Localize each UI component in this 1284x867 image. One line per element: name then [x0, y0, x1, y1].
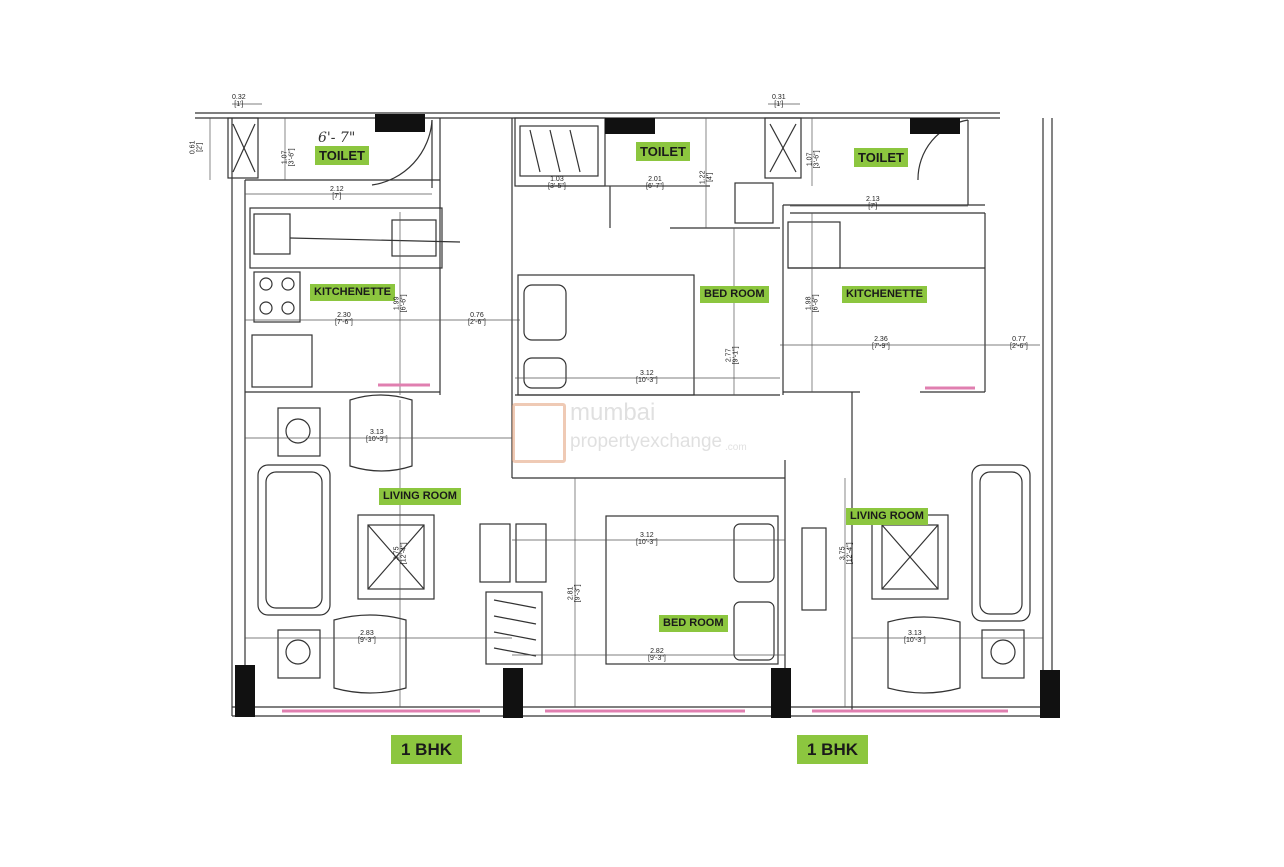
dim-0-31: 0.31[1'] — [772, 94, 786, 109]
label-toilet-left: TOILET — [315, 146, 369, 165]
dim-1-07-right: 1.07[3'-6"] — [806, 150, 821, 169]
label-kitchenette-right: KITCHENETTE — [842, 286, 927, 303]
dim-0-77: 0.77[2'-6"] — [1010, 336, 1028, 351]
dim-2-83: 2.83[9'-3"] — [358, 630, 376, 645]
watermark-logo-icon — [512, 403, 566, 463]
label-bedroom-bottom: BED ROOM — [659, 615, 728, 632]
dim-2-13: 2.13[7'] — [866, 196, 880, 211]
label-bedroom-top: BED ROOM — [700, 286, 769, 303]
dim-1-07-left: 1.07[3'-6"] — [281, 148, 296, 167]
watermark-line1: mumbai — [570, 399, 656, 426]
dim-0-61: 0.61[2'] — [189, 140, 204, 155]
dim-3-75-left: 3.75[12'-4"] — [393, 542, 408, 565]
dim-3-13-left: 3.13[10'-3"] — [366, 429, 388, 444]
dim-3-12-bottom: 3.12[10'-3"] — [636, 532, 658, 547]
dim-1-03: 1.03[3'-5"] — [548, 176, 566, 191]
dim-0-32: 0.32[1'] — [232, 94, 246, 109]
label-living-left: LIVING ROOM — [379, 488, 461, 505]
dim-1-98: 1.98[6'-6"] — [805, 294, 820, 313]
dim-3-75-right: 3.75[12'-4"] — [839, 542, 854, 565]
dim-2-36: 2.36[7'-9"] — [872, 336, 890, 351]
watermark: mumbai propertyexchange .com — [512, 397, 782, 467]
label-toilet-center: TOILET — [636, 142, 690, 161]
label-toilet-right: TOILET — [854, 148, 908, 167]
dim-1-99: 1.99[6'-6"] — [393, 294, 408, 313]
dim-3-12-top: 3.12[10'-3"] — [636, 370, 658, 385]
label-unit-right: 1 BHK — [797, 735, 869, 764]
dim-1-22: 1.22[4'] — [699, 170, 714, 185]
label-unit-left: 1 BHK — [391, 735, 463, 764]
dim-2-81: 2.81[9'-3"] — [567, 584, 582, 603]
dim-3-13-right: 3.13[10'-3"] — [904, 630, 926, 645]
watermark-line3: .com — [725, 442, 747, 453]
dim-0-76: 0.76[2'-6"] — [468, 312, 486, 327]
label-kitchenette-left: KITCHENETTE — [310, 284, 395, 301]
dim-2-30: 2.30[7'-6"] — [335, 312, 353, 327]
dim-2-12: 2.12[7'] — [330, 186, 344, 201]
watermark-line2: propertyexchange — [570, 431, 723, 452]
label-living-right: LIVING ROOM — [846, 508, 928, 525]
dim-2-77: 2.77[9'-1"] — [725, 346, 740, 365]
dim-2-82: 2.82[9'-3"] — [648, 648, 666, 663]
dim-2-01: 2.01[6'-7"] — [646, 176, 664, 191]
handwritten-note: 6'- 7" — [318, 130, 356, 146]
